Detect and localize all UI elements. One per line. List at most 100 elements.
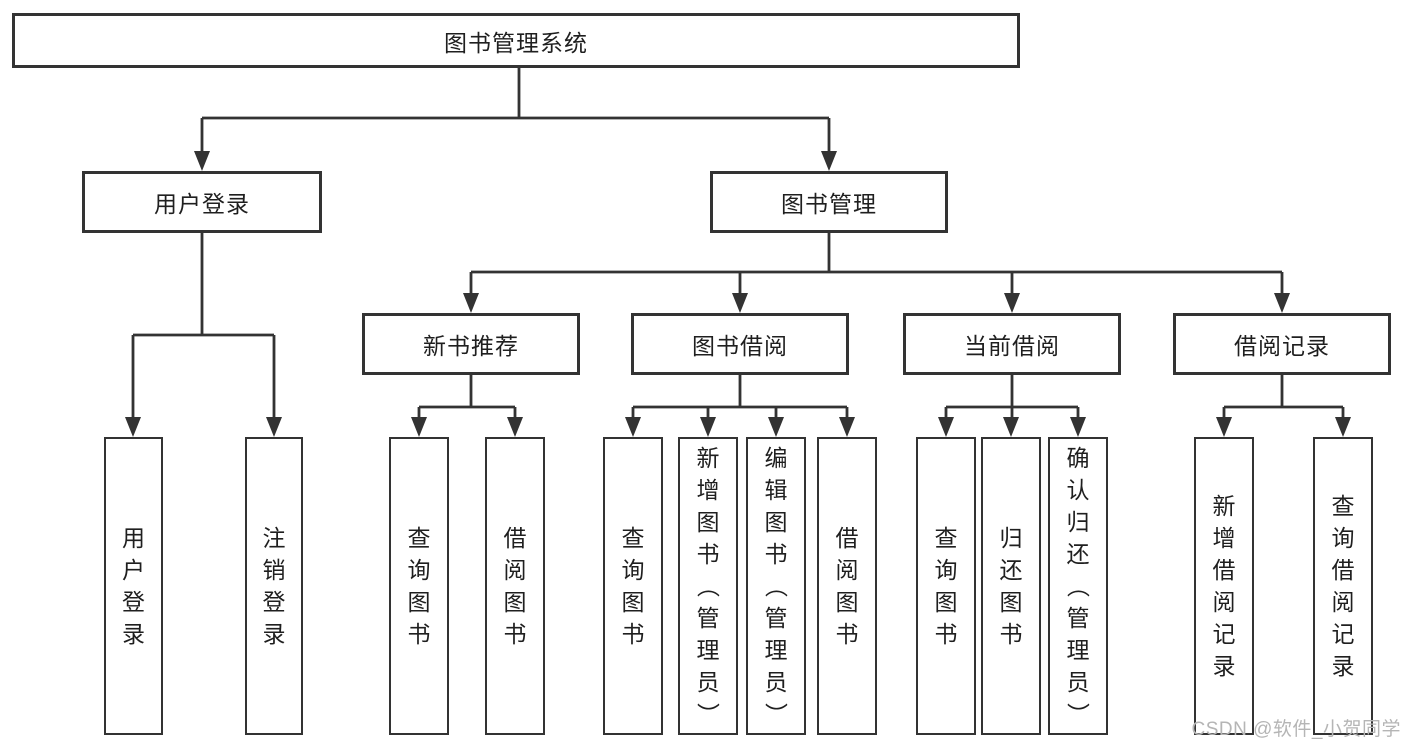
vertical-glyph: 归: [1066, 509, 1090, 535]
vertical-glyph: 注: [262, 525, 286, 551]
vertical-glyph: 查: [1331, 493, 1355, 519]
vertical-glyph: 录: [122, 621, 145, 647]
vertical-glyph: 图: [407, 589, 431, 615]
vertical-glyph: 增: [1212, 525, 1236, 551]
vertical-glyph: 户: [122, 557, 145, 583]
arrowhead-icon: [625, 417, 641, 437]
node-root: 图书管理系统: [12, 13, 1020, 68]
vertical-glyph: 查: [407, 525, 431, 551]
vertical-glyph: 书: [764, 541, 788, 567]
vertical-glyph: ）: [763, 702, 789, 726]
vertical-glyph: 记: [1331, 621, 1355, 647]
vertical-glyph: ）: [1065, 702, 1091, 726]
vertical-glyph: 图: [621, 589, 645, 615]
arrowhead-icon: [700, 417, 716, 437]
vertical-glyph: 管: [1066, 605, 1090, 631]
vertical-glyph: 书: [999, 621, 1023, 647]
arrowhead-icon: [411, 417, 427, 437]
vertical-glyph: 借: [1331, 557, 1355, 583]
vertical-glyph: 编: [764, 445, 788, 471]
vertical-glyph: 登: [262, 589, 286, 615]
arrowhead-icon: [266, 417, 282, 437]
vertical-glyph: 阅: [1331, 589, 1355, 615]
vertical-glyph: 记: [1212, 621, 1236, 647]
vertical-glyph: 书: [934, 621, 958, 647]
leaf-recommend-query-book: 查询图书: [389, 437, 449, 735]
arrowhead-icon: [1004, 293, 1020, 313]
arrowhead-icon: [1335, 417, 1351, 437]
node-book-management: 图书管理: [710, 171, 948, 233]
arrowhead-icon: [768, 417, 784, 437]
vertical-glyph: 增: [696, 477, 720, 503]
vertical-glyph: 图: [764, 509, 788, 535]
vertical-glyph: 辑: [764, 477, 788, 503]
arrowhead-icon: [1003, 417, 1019, 437]
vertical-glyph: 认: [1066, 477, 1090, 503]
vertical-glyph: 借: [1212, 557, 1236, 583]
vertical-glyph: 用: [122, 525, 145, 551]
vertical-glyph: 理: [696, 637, 720, 663]
vertical-glyph: 新: [696, 445, 720, 471]
vertical-glyph: 询: [1331, 525, 1355, 551]
vertical-glyph: 图: [835, 589, 859, 615]
vertical-glyph: 理: [1066, 637, 1090, 663]
vertical-glyph: 书: [407, 621, 431, 647]
vertical-glyph: 书: [696, 541, 720, 567]
vertical-glyph: 图: [999, 589, 1023, 615]
vertical-glyph: 录: [1331, 653, 1355, 679]
vertical-glyph: 图: [696, 509, 720, 535]
leaf-borrow-query-book: 查询图书: [603, 437, 663, 735]
leaf-user-login: 用户登录: [104, 437, 163, 735]
arrowhead-icon: [1070, 417, 1086, 437]
vertical-glyph: 还: [1066, 541, 1090, 567]
vertical-glyph: ）: [695, 702, 721, 726]
vertical-glyph: 书: [621, 621, 645, 647]
vertical-glyph: 查: [621, 525, 645, 551]
leaf-borrow-add-book-admin: 新增图书（管理员）: [678, 437, 738, 735]
vertical-glyph: （: [1065, 574, 1091, 598]
vertical-glyph: 新: [1212, 493, 1236, 519]
arrowhead-icon: [507, 417, 523, 437]
leaf-borrow-edit-book-admin: 编辑图书 （ 管理员 ）: [746, 437, 806, 735]
vertical-glyph: （: [763, 574, 789, 598]
vertical-glyph: 阅: [503, 557, 527, 583]
vertical-glyph: 借: [835, 525, 859, 551]
vertical-glyph: 录: [262, 621, 286, 647]
leaf-records-add-record: 新增借阅记录: [1194, 437, 1254, 735]
leaf-borrow-borrow-book: 借阅图书: [817, 437, 877, 735]
vertical-glyph: 阅: [835, 557, 859, 583]
vertical-glyph: 员: [1066, 669, 1090, 695]
leaf-current-query-book: 查询图书: [916, 437, 976, 735]
node-current-borrow: 当前借阅: [903, 313, 1121, 375]
arrowhead-icon: [194, 151, 210, 171]
vertical-glyph: 查: [934, 525, 958, 551]
vertical-glyph: 理: [764, 637, 788, 663]
vertical-glyph: 书: [835, 621, 859, 647]
vertical-glyph: 询: [934, 557, 958, 583]
leaf-records-query-record: 查询借阅记录: [1313, 437, 1373, 735]
arrowhead-icon: [839, 417, 855, 437]
vertical-glyph: 询: [621, 557, 645, 583]
arrowhead-icon: [463, 293, 479, 313]
vertical-glyph: 书: [503, 621, 527, 647]
arrowhead-icon: [821, 151, 837, 171]
leaf-current-return-book: 归还图书: [981, 437, 1041, 735]
vertical-glyph: 员: [764, 669, 788, 695]
connector-path: [131, 68, 1345, 419]
node-user-login: 用户登录: [82, 171, 322, 233]
vertical-glyph: 图: [503, 589, 527, 615]
vertical-glyph: 图: [934, 589, 958, 615]
arrowhead-icon: [1216, 417, 1232, 437]
arrowhead-icon: [732, 293, 748, 313]
node-book-borrow: 图书借阅: [631, 313, 849, 375]
vertical-glyph: 确: [1066, 445, 1090, 471]
leaf-current-confirm-return-admin: 确认归还 （ 管理员 ）: [1048, 437, 1108, 735]
arrowhead-icon: [125, 417, 141, 437]
leaf-logout-login: 注销登录: [245, 437, 303, 735]
vertical-glyph: 管: [764, 605, 788, 631]
vertical-glyph: 录: [1212, 653, 1236, 679]
node-borrow-records: 借阅记录: [1173, 313, 1391, 375]
vertical-glyph: 管: [696, 605, 720, 631]
